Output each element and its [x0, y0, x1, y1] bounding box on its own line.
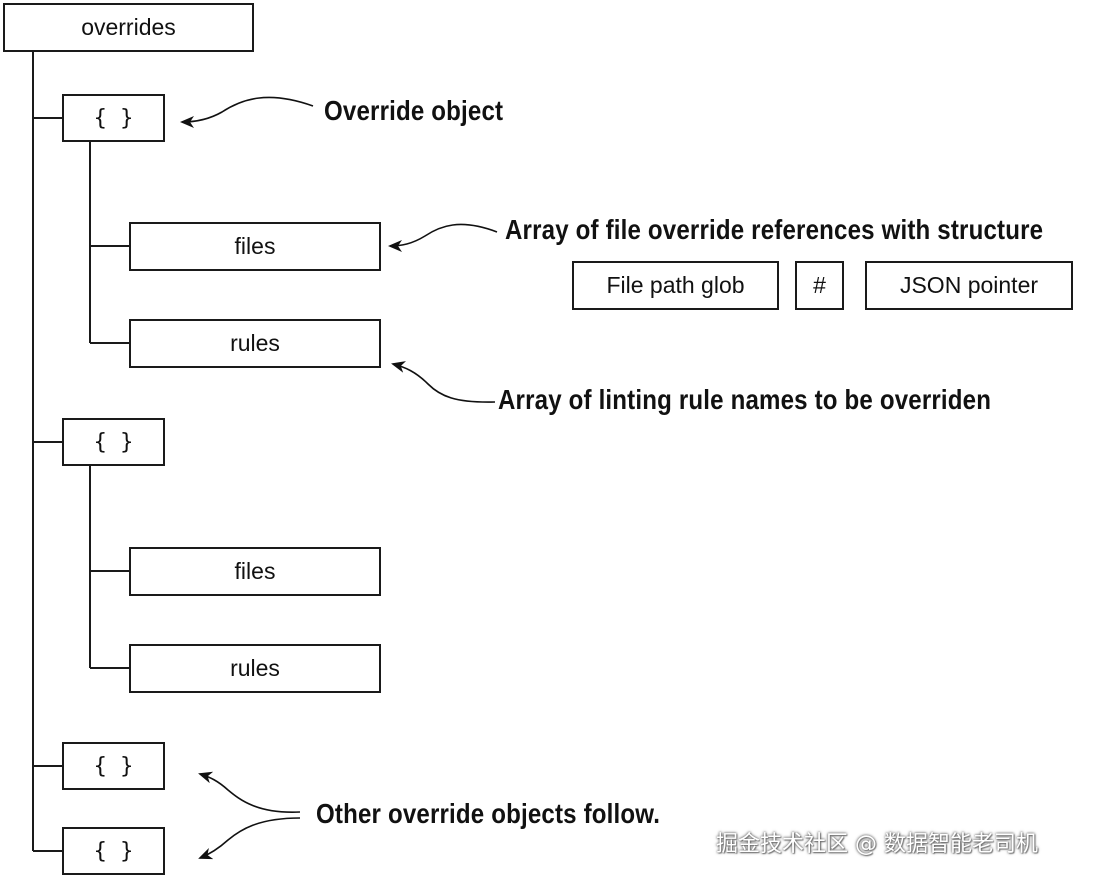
files-array-arrow: [388, 223, 498, 252]
watermark: 掘金技术社区 @ 数据智能老司机: [716, 832, 1038, 857]
file-path-glob-label: File path glob: [606, 272, 745, 298]
rules-array-arrow: [391, 361, 496, 403]
rules-node-label: rules: [230, 655, 280, 681]
files-array-callout: Array of file override references with s…: [505, 214, 1044, 245]
override-object-brace-label: { }: [93, 429, 134, 455]
file-path-glob-box: File path glob: [572, 261, 779, 310]
json-pointer-label: JSON pointer: [899, 272, 1039, 298]
hash-separator-label: #: [813, 272, 826, 298]
other-objects-callout: Other override objects follow.: [316, 798, 661, 829]
rules-array-callout: Array of linting rule names to be overri…: [498, 384, 992, 415]
override-object-brace-label: { }: [93, 105, 134, 131]
override-object-arrow: [180, 96, 314, 128]
json-pointer-box: JSON pointer: [865, 261, 1073, 310]
hash-separator-box: #: [795, 261, 844, 310]
override-object-node-1: { }: [62, 94, 165, 142]
files-node-label: files: [234, 558, 276, 584]
override-object-node-2: { }: [62, 418, 165, 466]
override-object-node-4: { }: [62, 827, 165, 875]
rules-node-label: rules: [230, 330, 280, 356]
files-node-2: files: [129, 547, 381, 596]
files-node-label: files: [234, 233, 276, 259]
others-arrow-lower: [198, 817, 301, 860]
files-node-1: files: [129, 222, 381, 271]
others-arrow-upper: [198, 771, 301, 813]
overrides-root-label: overrides: [81, 14, 176, 40]
override-object-callout: Override object: [324, 95, 504, 126]
override-object-brace-label: { }: [93, 838, 134, 864]
override-object-brace-label: { }: [93, 753, 134, 779]
rules-node-2: rules: [129, 644, 381, 693]
overrides-root-node: overrides: [3, 3, 254, 52]
override-object-node-3: { }: [62, 742, 165, 790]
rules-node-1: rules: [129, 319, 381, 368]
